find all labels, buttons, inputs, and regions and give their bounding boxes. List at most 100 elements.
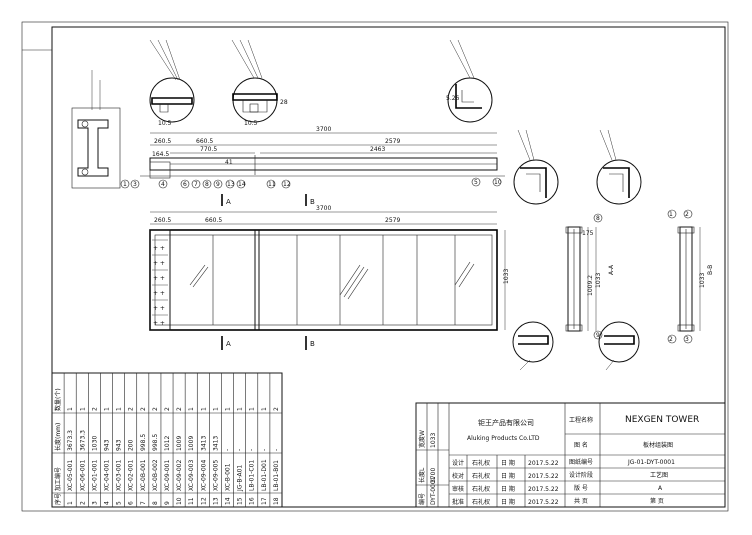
parts-cell: - bbox=[237, 449, 244, 451]
parts-cell: XC-09-004 bbox=[200, 460, 207, 491]
parts-cell: XC-02-001 bbox=[128, 460, 135, 491]
parts-header-cell: 序号 bbox=[54, 493, 62, 505]
detail-dim-a2: 10.5 bbox=[244, 120, 258, 127]
dim-left-small2: 164.5 bbox=[152, 151, 169, 158]
sign-date-label: 日 期 bbox=[501, 485, 515, 493]
detail-dim-c: 28 bbox=[280, 99, 288, 106]
parts-cell: XC-01-001 bbox=[91, 460, 98, 491]
balloon bbox=[191, 179, 201, 189]
sign-date: 2017.5.22 bbox=[528, 473, 559, 480]
balloon bbox=[120, 179, 130, 189]
parts-cell: 1030 bbox=[91, 436, 98, 451]
svg-text:1: 1 bbox=[669, 211, 673, 218]
detail-circle-right-4 bbox=[598, 321, 640, 371]
section-mark-b-bottom: B bbox=[310, 340, 315, 348]
parts-header-cell: 长度(mm) bbox=[54, 423, 62, 451]
parts-cell: 3673.3 bbox=[67, 430, 74, 451]
dim-front-left-small: 260.5 bbox=[154, 217, 171, 224]
dim-height-aa: 1033 bbox=[595, 273, 602, 288]
detail-circle-3: 5.26 bbox=[446, 39, 493, 123]
parts-cell: 2 bbox=[91, 407, 98, 411]
section-mark-b-top: B bbox=[310, 198, 315, 206]
parts-cell: 200 bbox=[128, 439, 135, 451]
parts-cell: XC-09-001 bbox=[164, 460, 171, 491]
parts-cell: XC-0B-001 bbox=[140, 459, 147, 491]
svg-text:1: 1 bbox=[123, 181, 127, 188]
section-aa: 8 9 1009.2 1033 175 A-A bbox=[565, 213, 615, 340]
parts-cell: 6 bbox=[128, 501, 135, 505]
balloon bbox=[281, 179, 291, 189]
parts-cell: 998.5 bbox=[152, 434, 159, 451]
dim-left-inner: 770.5 bbox=[200, 146, 217, 153]
svg-text:9: 9 bbox=[216, 181, 220, 188]
detail-dim-a: 10.5 bbox=[158, 120, 172, 127]
sign-date-label: 日 期 bbox=[501, 498, 515, 506]
detail-circle-right-3 bbox=[512, 321, 554, 371]
parts-cell: - bbox=[249, 449, 256, 451]
parts-cell: 1 bbox=[67, 407, 74, 411]
detail-dim-b: 5.26 bbox=[446, 95, 460, 102]
parts-cell: 1 bbox=[249, 407, 256, 411]
parts-cell: XC-03-001 bbox=[116, 460, 123, 491]
parts-cell: XC-05-001 bbox=[67, 460, 74, 491]
section-marks-bottom: A B bbox=[221, 336, 315, 350]
dim-right-inner: 2463 bbox=[370, 146, 385, 153]
code-val: DYT-0001 bbox=[430, 476, 437, 505]
svg-text:2: 2 bbox=[669, 336, 673, 343]
svg-text:8: 8 bbox=[596, 215, 600, 222]
page-label: 第 页 bbox=[650, 497, 664, 505]
detail-circle-1: 10.5 bbox=[149, 39, 195, 127]
dim-left-small: 260.5 bbox=[154, 138, 171, 145]
sign-role: 校对 bbox=[452, 472, 464, 480]
svg-text:3: 3 bbox=[133, 181, 137, 188]
size-head-l: 长度L bbox=[418, 467, 426, 483]
dim-right-seg: 2579 bbox=[385, 138, 400, 145]
svg-text:+ +: + + bbox=[153, 260, 165, 267]
parts-cell: - bbox=[225, 449, 232, 451]
sign-date: 2017.5.22 bbox=[528, 486, 559, 493]
parts-cell: XC-B-001 bbox=[225, 463, 232, 491]
svg-text:9: 9 bbox=[596, 332, 600, 339]
svg-text:12: 12 bbox=[283, 181, 291, 188]
parts-cell: XC-04-001 bbox=[103, 460, 110, 491]
parts-cell: 17 bbox=[261, 497, 268, 505]
detail-circle-right-1 bbox=[513, 129, 559, 205]
label-section-aa: A-A bbox=[608, 264, 615, 275]
parts-cell: 5 bbox=[116, 501, 123, 505]
balloon bbox=[471, 177, 481, 187]
balloon bbox=[236, 179, 246, 189]
drawing-no-label: 图纸编号 bbox=[569, 458, 593, 466]
sign-name: 石礼权 bbox=[472, 472, 490, 480]
parts-cell: XC-09-003 bbox=[188, 460, 195, 491]
company-en: Aluking Products Co.LTD bbox=[467, 435, 540, 442]
parts-cell: 1 bbox=[237, 407, 244, 411]
dim-side-top: 175 bbox=[582, 230, 594, 237]
parts-cell: 16 bbox=[249, 497, 256, 505]
svg-text:11: 11 bbox=[268, 181, 276, 188]
parts-cell: LB-01-D01 bbox=[261, 459, 268, 491]
elevation-view: 3700 260.5 660.5 2579 + + + + + + + + + … bbox=[149, 205, 510, 331]
code-head: 编号 bbox=[418, 493, 426, 505]
drawing-name-label: 图 名 bbox=[574, 441, 588, 449]
svg-text:14: 14 bbox=[238, 181, 246, 188]
dim-gap: 41 bbox=[225, 159, 233, 166]
parts-cell: LB-01-C01 bbox=[249, 460, 256, 491]
parts-cell: 1012 bbox=[164, 436, 171, 451]
parts-cell: 2 bbox=[79, 501, 86, 505]
sign-role: 设计 bbox=[452, 459, 464, 467]
svg-text:7: 7 bbox=[194, 181, 198, 188]
sign-date-label: 日 期 bbox=[501, 459, 515, 467]
parts-cell: 1 bbox=[188, 407, 195, 411]
parts-cell: XC-0B-002 bbox=[152, 459, 159, 491]
parts-cell: 9 bbox=[164, 501, 171, 505]
parts-cell: 2 bbox=[273, 407, 280, 411]
balloon bbox=[492, 177, 502, 187]
dim-overall-top: 3700 bbox=[316, 126, 331, 133]
parts-cell: 943 bbox=[116, 439, 123, 451]
parts-cell: 1 bbox=[79, 407, 86, 411]
parts-cell: 7 bbox=[140, 501, 147, 505]
parts-cell: 1 bbox=[261, 407, 268, 411]
project-name: NEXGEN TOWER bbox=[625, 415, 699, 425]
version-label: 版 号 bbox=[574, 484, 588, 492]
